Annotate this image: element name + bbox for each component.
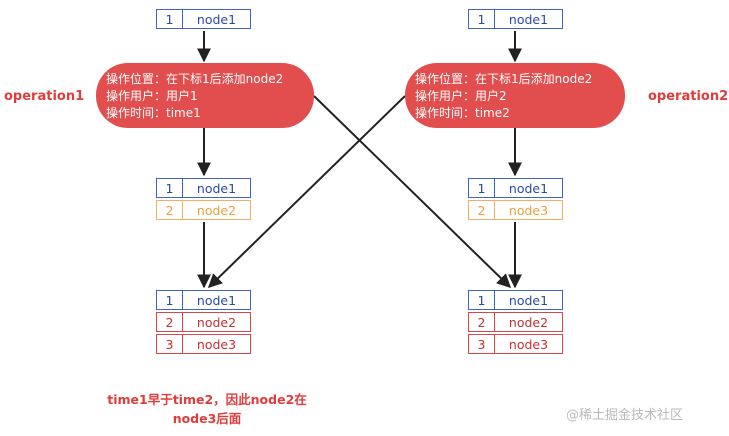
right-top-row-1: 1 node1 — [468, 9, 563, 29]
left-bottom-row-3: 3 node3 — [156, 334, 251, 354]
row-value: node3 — [196, 336, 237, 352]
operation2-box: 操作位置：在下标1后添加node2 操作用户：用户2 操作时间：time2 — [405, 63, 625, 128]
row-value: node1 — [196, 180, 237, 196]
right-mid-row-2: 2 node3 — [468, 200, 563, 220]
operation2-line-user: 操作用户：用户2 — [415, 89, 507, 103]
operation2-label: operation2 — [648, 89, 729, 104]
row-value: node2 — [508, 314, 549, 330]
row-index: 1 — [157, 10, 183, 28]
operation2-line-time: 操作时间：time2 — [415, 106, 510, 120]
operation1-label: operation1 — [4, 89, 85, 104]
row-value: node1 — [508, 180, 549, 196]
row-value: node2 — [196, 314, 237, 330]
conclusion-line-1: time1早于time2，因此node2在 — [107, 392, 307, 407]
left-bottom-row-1: 1 node1 — [156, 290, 251, 310]
operation1-line-time: 操作时间：time1 — [106, 106, 201, 120]
row-index: 3 — [157, 335, 183, 353]
row-index: 1 — [157, 291, 183, 309]
row-value: node1 — [508, 11, 549, 27]
right-mid-row-1: 1 node1 — [468, 178, 563, 198]
row-index: 1 — [469, 291, 495, 309]
row-index: 2 — [157, 313, 183, 331]
row-index: 1 — [157, 179, 183, 197]
row-value: node1 — [196, 292, 237, 308]
conclusion-note: time1早于time2，因此node2在 node3后面 — [87, 390, 327, 428]
operation1-box: 操作位置：在下标1后添加node2 操作用户：用户1 操作时间：time1 — [96, 63, 314, 128]
arrow-op2-to-left-bottom — [207, 95, 406, 288]
row-index: 2 — [469, 201, 495, 219]
left-top-row-1: 1 node1 — [156, 9, 251, 29]
right-bottom-row-1: 1 node1 — [468, 290, 563, 310]
left-mid-row-1: 1 node1 — [156, 178, 251, 198]
row-index: 1 — [469, 179, 495, 197]
row-value: node1 — [508, 292, 549, 308]
right-bottom-row-3: 3 node3 — [468, 334, 563, 354]
row-index: 2 — [157, 201, 183, 219]
arrow-op1-to-right-bottom — [313, 95, 512, 288]
operation2-line-position: 操作位置：在下标1后添加node2 — [415, 72, 593, 86]
watermark: @稀土掘金技术社区 — [566, 408, 684, 423]
row-index: 2 — [469, 313, 495, 331]
conclusion-line-2: node3后面 — [172, 411, 242, 426]
operation1-line-position: 操作位置：在下标1后添加node2 — [106, 72, 284, 86]
row-value: node1 — [196, 11, 237, 27]
row-value: node3 — [508, 336, 549, 352]
operation1-line-user: 操作用户：用户1 — [106, 89, 198, 103]
row-value: node3 — [508, 202, 549, 218]
row-index: 3 — [469, 335, 495, 353]
left-bottom-row-2: 2 node2 — [156, 312, 251, 332]
row-value: node2 — [196, 202, 237, 218]
row-index: 1 — [469, 10, 495, 28]
left-mid-row-2: 2 node2 — [156, 200, 251, 220]
right-bottom-row-2: 2 node2 — [468, 312, 563, 332]
